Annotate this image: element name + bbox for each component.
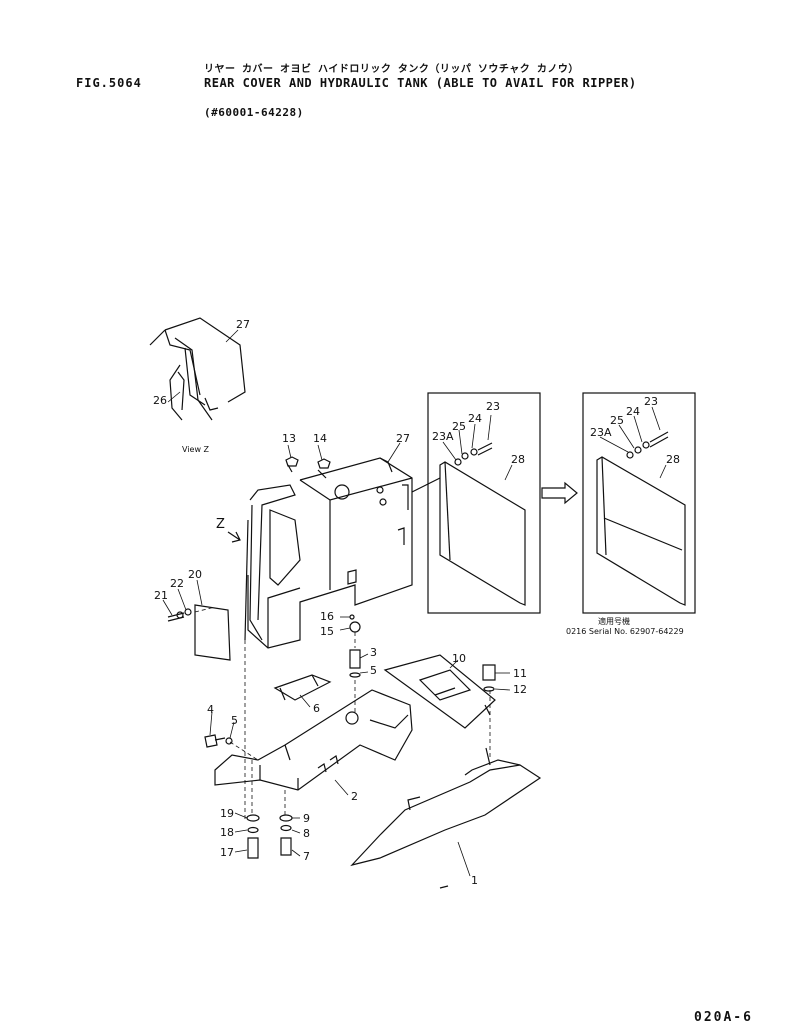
callout-13: 13 — [282, 432, 296, 445]
callout-28-inset1: 28 — [511, 453, 525, 466]
rear-cover-panel-inset-2 — [582, 392, 696, 614]
callout-8: 8 — [303, 827, 310, 840]
view-z-arrow — [227, 531, 241, 543]
callout-23A-inset1: 23A — [432, 430, 454, 443]
callout-15: 15 — [320, 625, 334, 638]
japanese-title: リヤー カバー オヨビ ハイドロリック タンク（リッパ ソウチャク カノウ） — [204, 64, 579, 75]
callout-22: 22 — [170, 577, 184, 590]
view-z-letter: Z — [216, 517, 225, 532]
bolt-3 — [349, 649, 361, 669]
serial-range: (#60001-64228) — [204, 106, 304, 119]
inset-serial-note: 0216 Serial No. 62907-64229 — [566, 627, 684, 636]
callout-25-inset1: 25 — [452, 420, 466, 433]
callout-28-inset2: 28 — [666, 453, 680, 466]
callout-labels: 27 26 13 14 27 23A 25 24 23 28 23A 25 24… — [153, 318, 680, 887]
callout-24-inset1: 24 — [468, 412, 482, 425]
callout-16: 16 — [320, 610, 334, 623]
callout-9: 9 — [303, 812, 310, 825]
callout-23A-inset2: 23A — [590, 426, 612, 439]
callout-2: 2 — [351, 790, 358, 803]
upper-frame-10 — [383, 654, 496, 729]
callout-5-upper: 5 — [370, 664, 377, 677]
washer-12 — [483, 686, 495, 692]
callout-4: 4 — [207, 703, 214, 716]
bolt-11 — [482, 664, 496, 681]
page-title: REAR COVER AND HYDRAULIC TANK (ABLE TO A… — [204, 76, 637, 90]
mounting-frame — [214, 674, 413, 791]
bolt-stack-left — [246, 814, 260, 859]
callout-27b: 27 — [396, 432, 410, 445]
callout-17: 17 — [220, 846, 234, 859]
bolt-4 — [204, 734, 226, 748]
bolt-14 — [317, 458, 331, 469]
washer-16 — [349, 614, 355, 620]
rear-cover-panel-inset-1 — [411, 392, 541, 614]
hydraulic-tank — [244, 457, 413, 649]
callout-19: 19 — [220, 807, 234, 820]
callout-12: 12 — [513, 683, 527, 696]
figure-number: FIG.5064 — [76, 76, 142, 90]
page-code: 020A-6 — [694, 1010, 753, 1025]
rear-cover-1 — [350, 747, 542, 889]
washer-15 — [349, 621, 361, 633]
callout-leaders — [162, 329, 667, 877]
callout-23-inset1: 23 — [486, 400, 500, 413]
callout-21: 21 — [154, 589, 168, 602]
assembly-lines — [194, 606, 491, 820]
callout-5-lower: 5 — [231, 714, 238, 727]
callout-11: 11 — [513, 667, 527, 680]
callout-18: 18 — [220, 826, 234, 839]
callout-7: 7 — [303, 850, 310, 863]
arrow-right-icon — [541, 481, 578, 505]
bolt-stack-right — [279, 814, 293, 856]
view-z-caption: View Z — [182, 445, 210, 454]
side-cover-plate — [167, 604, 231, 661]
callout-20: 20 — [188, 568, 202, 581]
callout-3: 3 — [370, 646, 377, 659]
callout-25-inset2: 25 — [610, 414, 624, 427]
callout-6: 6 — [313, 702, 320, 715]
callout-23-inset2: 23 — [644, 395, 658, 408]
washer-5-lower — [225, 737, 233, 745]
callout-14: 14 — [313, 432, 327, 445]
callout-24-inset2: 24 — [626, 405, 640, 418]
bolt-13 — [285, 456, 299, 467]
callout-26: 26 — [153, 394, 167, 407]
callout-27a: 27 — [236, 318, 250, 331]
callout-1: 1 — [471, 874, 478, 887]
inset-note-jp: 適用号機 — [598, 616, 630, 626]
washer-5-upper — [349, 672, 361, 678]
callout-10: 10 — [452, 652, 466, 665]
view-z-detail — [149, 317, 246, 421]
